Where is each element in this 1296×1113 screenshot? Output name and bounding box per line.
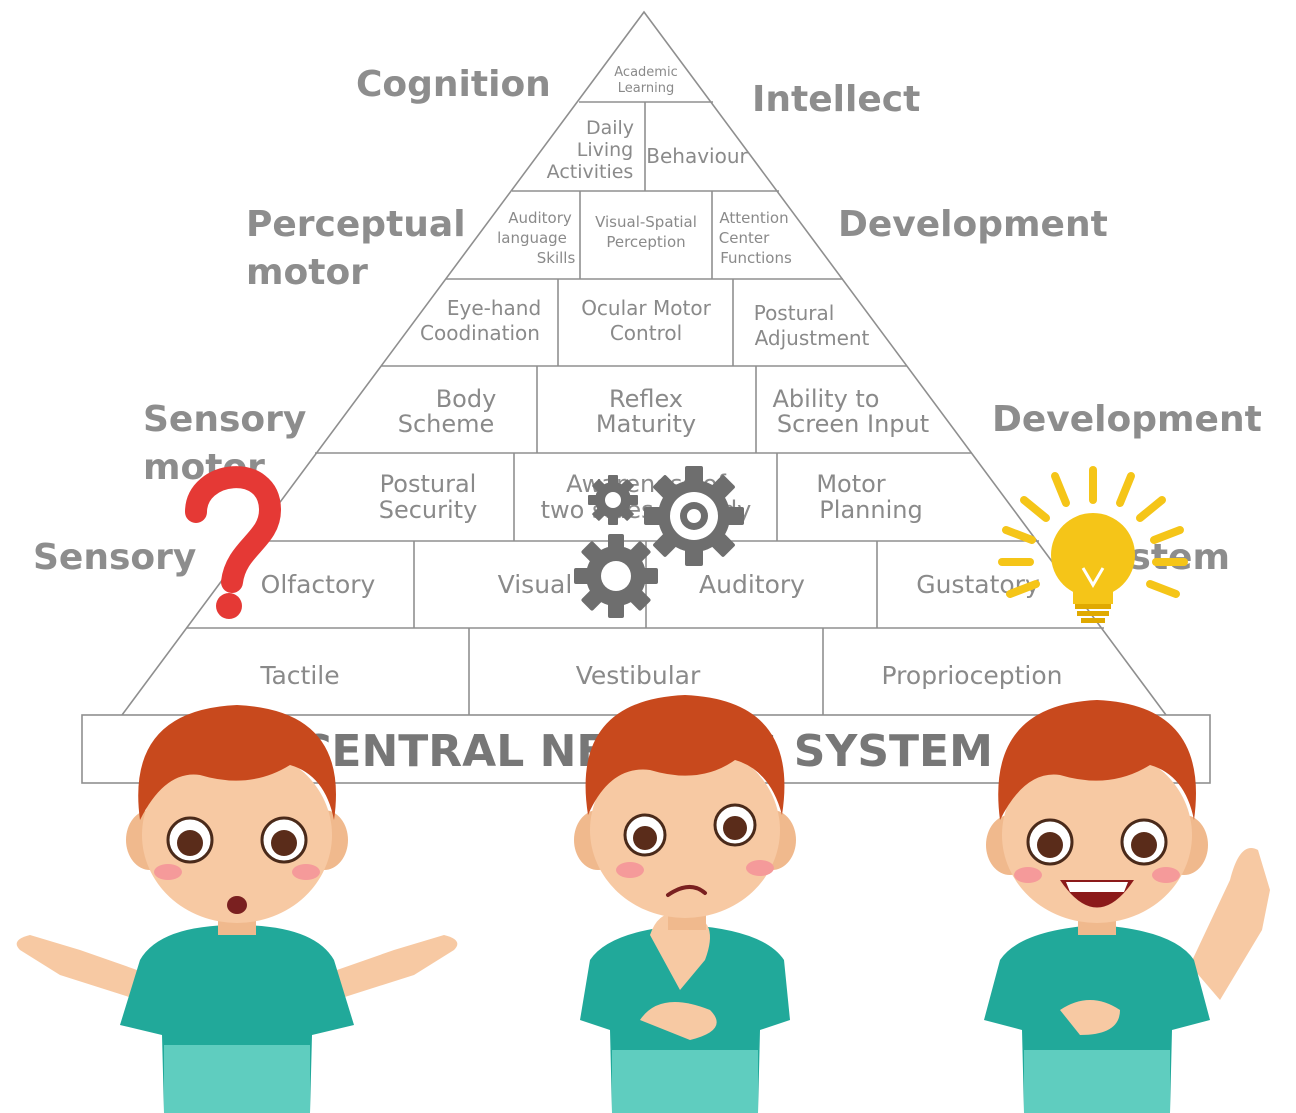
side-label-sensory: Sensory: [33, 537, 196, 578]
side-label-cognition: Cognition: [356, 64, 551, 105]
confused-boy-character: [16, 705, 458, 1113]
side-label-development-2: Development: [992, 399, 1262, 440]
ability-screen-label-2: Screen Input: [777, 410, 929, 438]
eye-hand-label: Eye-hand: [447, 296, 541, 320]
visual-label: Visual: [498, 570, 573, 599]
postural-security-label: Postural: [380, 470, 477, 498]
daily-living-label-3: Activities: [547, 161, 634, 183]
attention-label-2: Center: [719, 229, 770, 247]
side-label-intellect: Intellect: [752, 79, 920, 120]
body-scheme-label-2: Scheme: [398, 410, 495, 438]
academic-learning-label-2: Learning: [618, 81, 674, 96]
ability-screen-label: Ability to: [773, 385, 880, 413]
happy-boy-character: [984, 700, 1270, 1113]
postural-adjustment-label-2: Adjustment: [755, 326, 870, 350]
visual-spatial-label: Visual-Spatial: [595, 213, 697, 231]
vestibular-label: Vestibular: [576, 661, 701, 690]
daily-living-label-2: Living: [577, 139, 634, 161]
tactile-label: Tactile: [259, 661, 339, 690]
eye-hand-label-2: Coodination: [420, 321, 540, 345]
lightbulb-icon: [998, 466, 1188, 623]
attention-label: Attention: [719, 209, 788, 227]
side-label-sensory-motor: Sensory: [143, 399, 306, 440]
ocular-motor-label: Ocular Motor: [581, 296, 711, 320]
motor-planning-label: Motor: [816, 470, 885, 498]
reflex-maturity-label: Reflex: [609, 385, 683, 413]
motor-planning-label-2: Planning: [819, 496, 922, 524]
olfactory-label: Olfactory: [261, 570, 376, 599]
auditory-language-label: Auditory: [508, 209, 572, 227]
side-label-perceptual: Perceptual: [246, 204, 466, 245]
gears-icon: [574, 466, 744, 618]
attention-label-3: Functions: [720, 249, 792, 267]
behaviour-label: Behaviour: [646, 144, 748, 168]
postural-adjustment-label: Postural: [754, 301, 835, 325]
visual-spatial-label-2: Perception: [606, 233, 685, 251]
auditory-language-label-2: language: [497, 229, 567, 247]
auditory-language-label-3: Skills: [537, 249, 576, 267]
daily-living-label: Daily: [586, 117, 634, 139]
postural-security-label-2: Security: [379, 496, 478, 524]
body-scheme-label: Body: [436, 385, 497, 413]
auditory-label: Auditory: [699, 570, 805, 599]
academic-learning-label: Academic: [614, 65, 677, 80]
reflex-maturity-label-2: Maturity: [596, 410, 696, 438]
side-label-development-1: Development: [838, 204, 1108, 245]
gustatory-label: Gustatory: [916, 570, 1040, 599]
side-label-perceptual-motor: motor: [246, 252, 368, 293]
ocular-motor-label-2: Control: [610, 321, 682, 345]
question-mark-icon: [185, 466, 282, 619]
proprioception-label: Proprioception: [882, 661, 1063, 690]
thinking-boy-character: [574, 695, 796, 1113]
